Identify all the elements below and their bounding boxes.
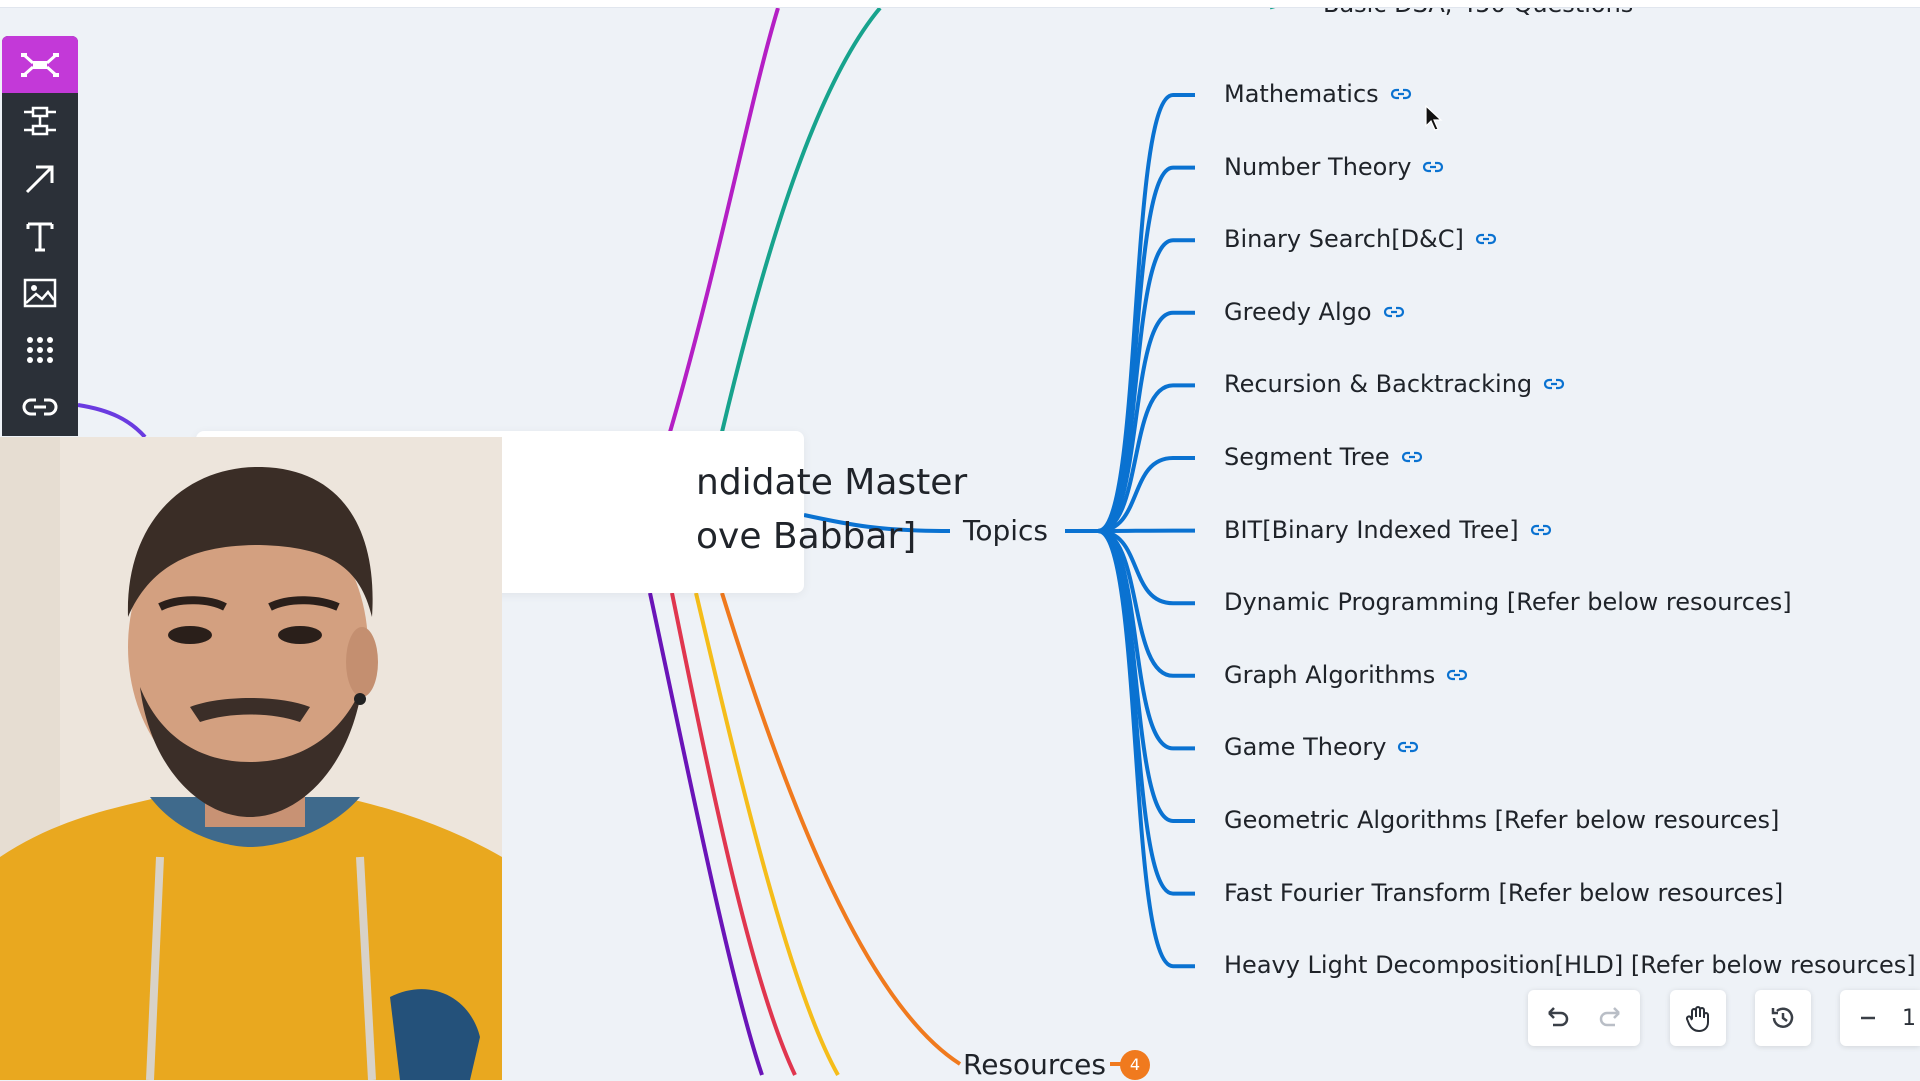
structure-icon [20,102,60,142]
link-icon [20,387,60,427]
link-icon[interactable] [1474,227,1498,251]
topic-node-label: Segment Tree [1224,445,1390,469]
topic-node[interactable]: Number Theory [1224,155,1445,179]
violet-top-branch [78,405,145,437]
topic-node-label: Graph Algorithms [1224,663,1435,687]
mindmap-tool-button[interactable] [2,36,78,93]
topic-node-label: Binary Search[D&C] [1224,227,1464,251]
grid-icon [20,330,60,370]
purple-branch [670,8,778,432]
topic-node-label: Geometric Algorithms [Refer below resour… [1224,808,1779,832]
mouse-cursor-icon [1424,104,1444,132]
zoom-level: 1 [1896,1006,1916,1031]
topic-node[interactable]: Geometric Algorithms [Refer below resour… [1224,808,1779,832]
hand-icon [1683,1003,1713,1033]
undo-button[interactable] [1528,990,1584,1046]
redo-icon [1597,1003,1627,1033]
topic-node[interactable]: Greedy Algo [1224,300,1406,324]
topic-branches [1098,95,1195,966]
pan-control [1670,990,1726,1046]
teal-branch [722,8,880,432]
text-icon [20,216,60,256]
link-tool-button[interactable] [2,378,78,435]
mindmap-icon [20,45,60,85]
pan-button[interactable] [1670,990,1726,1046]
grid-tool-button[interactable] [2,321,78,378]
image-icon [20,273,60,313]
topic-node-label: Fast Fourier Transform [Refer below reso… [1224,881,1783,905]
link-icon[interactable] [1542,372,1566,396]
topic-node[interactable]: Graph Algorithms [1224,663,1469,687]
arrow-tool-button[interactable] [2,150,78,207]
topic-node[interactable]: Game Theory [1224,735,1420,759]
link-icon[interactable] [1396,735,1420,759]
link-icon[interactable] [1421,155,1445,179]
topic-node[interactable]: Segment Tree [1224,445,1424,469]
topic-node-label: Recursion & Backtracking [1224,372,1532,396]
topic-node[interactable]: Fast Fourier Transform [Refer below reso… [1224,881,1783,905]
topics-node-label: Topics [963,517,1048,545]
topic-node-label: Number Theory [1224,155,1411,179]
topic-node[interactable]: Mathematics [1224,82,1413,106]
presenter-video [0,437,502,1080]
topic-branch-line [1098,313,1195,531]
topic-node-label: Dynamic Programming [Refer below resourc… [1224,590,1792,614]
undo-icon [1541,1003,1571,1033]
redo-button[interactable] [1584,990,1640,1046]
top-bar [0,0,1920,8]
link-icon[interactable] [1389,82,1413,106]
image-tool-button[interactable] [2,264,78,321]
zoom-controls: 1 [1840,990,1920,1046]
topic-node-label: Heavy Light Decomposition[HLD] [Refer be… [1224,953,1916,977]
orange-branch [722,593,960,1064]
history-controls [1528,990,1640,1046]
central-node-line-1: ndidate Master [696,462,967,503]
topic-node-label: Greedy Algo [1224,300,1372,324]
arrow-icon [20,159,60,199]
topic-node-label: BIT[Binary Indexed Tree] [1224,518,1519,542]
webcam-overlay [0,437,502,1080]
text-tool-button[interactable] [2,207,78,264]
resources-node-label: Resources [963,1051,1106,1079]
link-icon[interactable] [1400,445,1424,469]
topic-node[interactable]: Binary Search[D&C] [1224,227,1498,251]
resources-count-badge[interactable]: 4 [1120,1050,1150,1080]
topic-node[interactable]: Dynamic Programming [Refer below resourc… [1224,590,1792,614]
topic-node-label: Mathematics [1224,82,1379,106]
history-panel-control [1755,990,1811,1046]
history-button[interactable] [1755,990,1811,1046]
topic-node-label: Game Theory [1224,735,1386,759]
topic-node[interactable]: Recursion & Backtracking [1224,372,1566,396]
topic-branch-line [1098,531,1195,748]
resources-node[interactable]: Resources 4 [963,1050,1150,1080]
topics-node[interactable]: Topics [963,517,1048,545]
left-toolbar [2,36,78,436]
topic-node[interactable]: BIT[Binary Indexed Tree] [1224,518,1553,542]
red-branch [672,593,795,1075]
zoom-out-button[interactable] [1840,990,1896,1046]
history-icon [1768,1003,1798,1033]
link-icon[interactable] [1445,663,1469,687]
central-node-line-2: ove Babbar] [696,516,916,557]
structure-tool-button[interactable] [2,93,78,150]
link-icon[interactable] [1382,300,1406,324]
minus-icon [1853,1003,1883,1033]
topic-node[interactable]: Heavy Light Decomposition[HLD] [Refer be… [1224,953,1916,977]
link-icon[interactable] [1529,518,1553,542]
